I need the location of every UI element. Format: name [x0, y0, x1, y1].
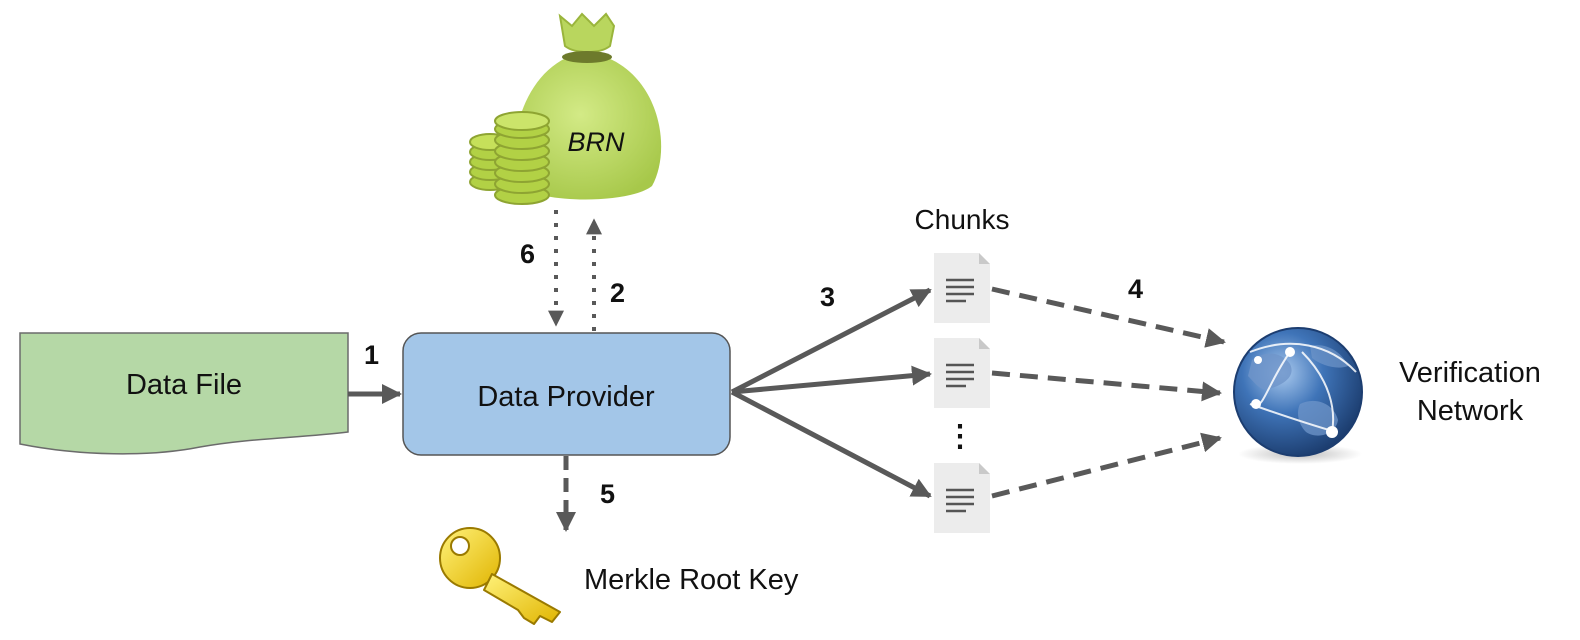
step-6-label: 6	[520, 239, 535, 269]
data-file-label: Data File	[126, 369, 242, 401]
chunk-bottom	[934, 463, 990, 533]
arrow-4-top	[991, 286, 1226, 348]
data-file-shape	[19, 332, 349, 455]
data-file-node: Data File	[19, 332, 349, 455]
arrow-3-bottom	[730, 389, 932, 499]
step-4-label: 4	[1128, 274, 1143, 304]
brn-label: BRN	[567, 127, 625, 157]
chunk-top	[934, 253, 990, 323]
arrow-3-top	[730, 287, 932, 395]
merkle-root-key: Merkle Root Key	[439, 527, 799, 625]
data-provider-box	[402, 332, 731, 456]
step-1-label: 1	[364, 340, 379, 370]
merkle-root-key-label: Merkle Root Key	[584, 564, 799, 596]
document-icon	[934, 253, 990, 323]
globe-icon	[1233, 327, 1363, 464]
chunks-label: Chunks	[915, 204, 1010, 235]
document-icon	[934, 463, 990, 533]
step-5-label: 5	[600, 479, 615, 509]
step-3-label: 3	[820, 282, 835, 312]
money-bag-icon	[514, 12, 662, 200]
brn-bag: BRN	[469, 12, 662, 205]
step-2-label: 2	[610, 278, 625, 308]
chunk-ellipsis: ⋮	[945, 420, 975, 453]
chunk-middle	[934, 338, 990, 408]
verification-network-label-line1: Verification	[1399, 357, 1541, 389]
verification-network-label-line2: Network	[1417, 395, 1524, 427]
document-icon	[934, 338, 990, 408]
coin-stack-icon	[469, 111, 550, 205]
arrow-4-bottom	[991, 432, 1222, 499]
data-provider-node: Data Provider	[402, 332, 731, 456]
key-icon	[439, 527, 561, 625]
arrow-3-middle	[731, 365, 932, 395]
data-provider-label: Data Provider	[477, 381, 655, 413]
arrow-4-middle	[991, 370, 1222, 402]
verification-network: Verification Network	[1233, 327, 1541, 464]
